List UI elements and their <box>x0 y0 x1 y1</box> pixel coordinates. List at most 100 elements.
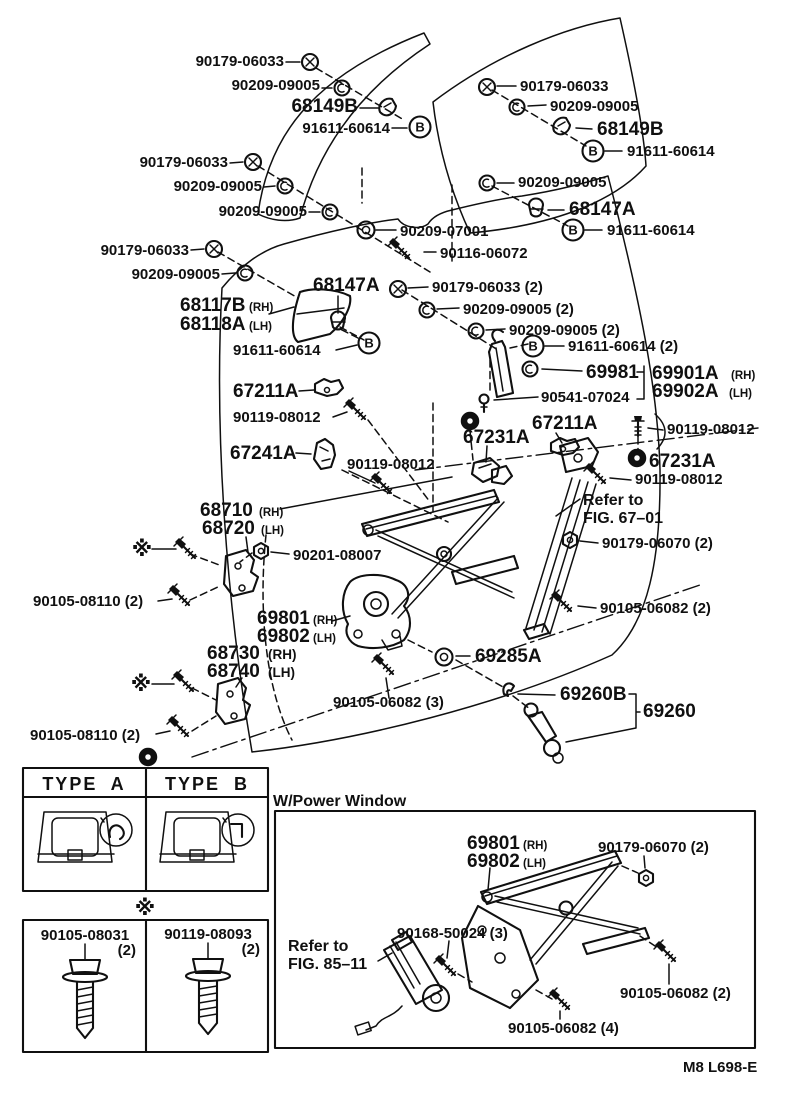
type-a-drawing <box>37 811 133 863</box>
bolt-detail-box: 90105-08031 (2) 90119-08093 (2) <box>21 918 270 1054</box>
window-regulator-69801 <box>341 464 520 651</box>
part-label: 69981 <box>586 362 639 383</box>
part-label: 67231A <box>649 451 716 472</box>
part-label: 68740 <box>207 661 260 682</box>
division-bar-69901 <box>487 328 515 399</box>
part-label-suffix: (RH) <box>313 615 337 627</box>
part-label: 90179-06070 (2) <box>602 535 713 552</box>
part-label: 90209-09005 <box>232 77 320 94</box>
assembly-centerlines <box>191 427 759 758</box>
door-hinge-upper-68710 <box>222 548 260 598</box>
refer-note: Refer to <box>288 938 349 955</box>
part-label-suffix: (LH) <box>523 858 546 870</box>
door-panel-outline <box>218 175 661 753</box>
part-label: 91611-60614 <box>302 120 390 137</box>
part-label: 67231A <box>463 427 530 448</box>
nut-icon <box>637 868 655 888</box>
screw-icon <box>388 279 408 299</box>
screw-icon <box>204 239 224 259</box>
part-label-suffix: (LH) <box>313 633 336 645</box>
part-label: 90179-06033 <box>101 242 189 259</box>
part-label: 90209-09005 (2) <box>463 301 574 318</box>
bolt-icon <box>370 651 395 676</box>
power-motor-drawing <box>354 930 451 1036</box>
part-label: 69260 <box>643 701 696 722</box>
part-label: 91611-60614 <box>627 143 715 160</box>
refer-note-fig: FIG. 67–01 <box>583 510 663 527</box>
part-label-suffix: (LH) <box>268 665 295 680</box>
grommet-donut-icon <box>142 751 154 763</box>
type-b-drawing <box>159 811 255 863</box>
reference-mark: ※ <box>132 537 152 561</box>
stud-icon <box>478 393 490 414</box>
figure-code: M8 L698-E <box>683 1059 757 1076</box>
part-label: 69802 <box>257 626 310 647</box>
bolt-icon <box>652 938 677 963</box>
part-qty: (2) <box>242 941 260 958</box>
part-label-suffix: (RH) <box>249 302 273 314</box>
grommet-icon <box>236 264 254 282</box>
part-label: 68149B <box>597 119 664 140</box>
part-label: 90119-08012 <box>347 456 435 473</box>
part-label: 68147A <box>313 275 380 296</box>
part-label: 69285A <box>475 646 542 667</box>
part-label-suffix: (RH) <box>523 840 547 852</box>
part-label: 90105-06082 (2) <box>620 985 731 1002</box>
part-label: 90119-08093 <box>164 926 252 943</box>
clip-icon <box>313 377 345 398</box>
bolt-icon <box>342 396 367 421</box>
circled-b-markers: B B B B B <box>357 115 605 358</box>
power-regulator-drawing <box>460 849 651 1010</box>
part-label: 90105-08110 (2) <box>33 593 143 610</box>
part-label: 68720 <box>202 518 255 539</box>
circled-b: B <box>568 223 577 238</box>
power-window-section: W/Power Window <box>273 793 757 1050</box>
grommet-icon <box>508 98 526 116</box>
part-label: 90179-06070 (2) <box>598 839 709 856</box>
part-label: 68117B <box>180 295 246 316</box>
door-hinge-lower-68730 <box>214 676 252 726</box>
part-label: 67241A <box>230 443 297 464</box>
part-label: 69260B <box>560 684 627 705</box>
part-label-suffix: (LH) <box>249 321 272 333</box>
screw-icon <box>300 52 320 72</box>
bolt-icon <box>165 713 190 738</box>
refer-note: Refer to <box>583 492 644 509</box>
part-label-suffix: (LH) <box>261 525 284 537</box>
glass-run-channel <box>522 436 600 641</box>
part-qty: (2) <box>118 942 136 959</box>
part-label: 68730 <box>207 643 260 664</box>
bolt-icon <box>170 668 195 693</box>
screw-icon <box>477 77 497 97</box>
bolt-icon <box>548 588 573 613</box>
power-window-header: W/Power Window <box>273 793 407 810</box>
part-label: 90541-07024 <box>541 389 630 406</box>
circled-b: B <box>588 144 597 159</box>
part-label: 90209-09005 <box>550 98 638 115</box>
part-label: 68118A <box>180 314 246 335</box>
part-label: 90209-09005 <box>174 178 262 195</box>
part-label: 69901A <box>652 363 719 384</box>
circled-b: B <box>528 339 537 354</box>
part-label: 67211A <box>233 381 299 402</box>
part-label: 90119-08012 <box>667 421 755 438</box>
part-label: 90105-08031 <box>41 927 129 944</box>
part-labels: 90179-06033 90209-09005 68149B 91611-606… <box>30 53 755 744</box>
part-label: 90105-06082 (2) <box>600 600 711 617</box>
flange-bolt-drawing-b <box>184 942 232 1036</box>
bolt-icon <box>432 952 457 977</box>
part-label: 90209-09005 <box>219 203 307 220</box>
part-label: 90179-06033 <box>520 78 608 95</box>
part-label: 90201-08007 <box>293 547 381 564</box>
circled-b: B <box>364 336 373 351</box>
clip-icon <box>527 197 545 218</box>
grommet-icon <box>478 174 496 192</box>
vent-glass-outline <box>257 32 431 222</box>
part-label: 69801 <box>257 608 310 629</box>
nut-icon <box>521 360 539 378</box>
part-label: 69801 <box>467 833 520 854</box>
bolt-icon <box>582 460 607 485</box>
grommet-icon <box>321 203 339 221</box>
clip-icon <box>549 436 581 457</box>
